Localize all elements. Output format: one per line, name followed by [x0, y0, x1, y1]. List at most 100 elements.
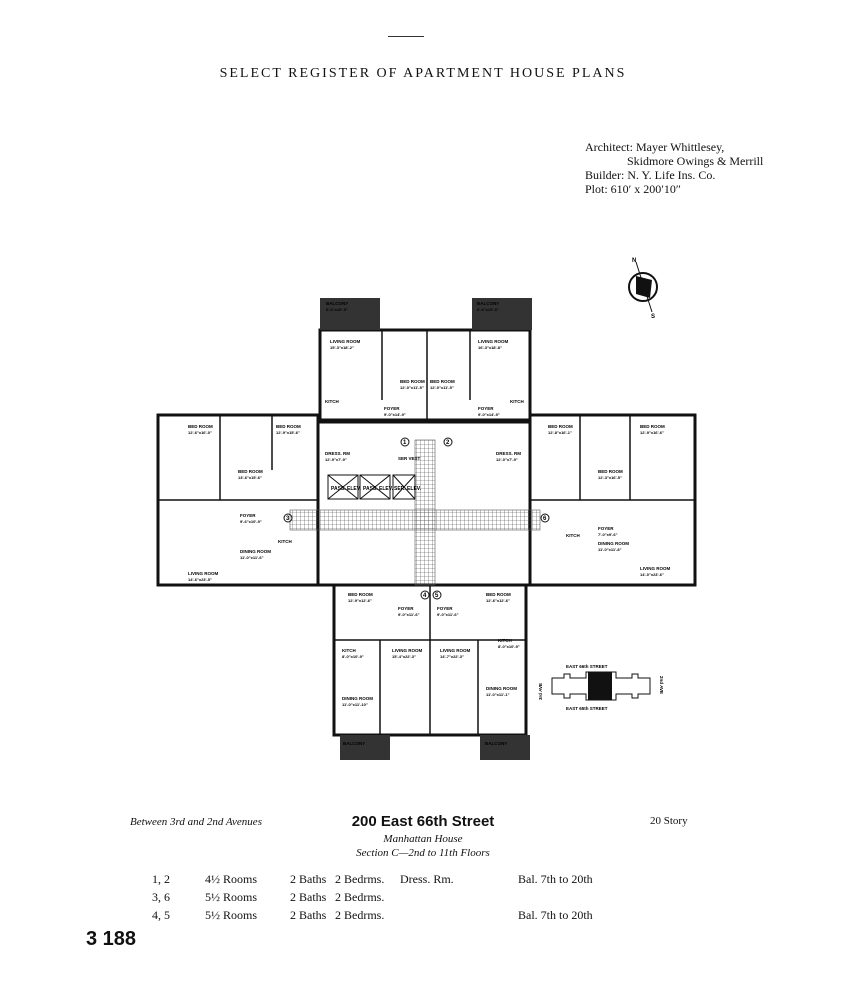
- room-dimensions: 8'-0"x10'-9": [498, 644, 520, 649]
- room-label: BED ROOM: [430, 379, 455, 384]
- elevators: [327, 474, 416, 500]
- room-label: KITCH: [278, 539, 292, 544]
- room-label: FOYER: [398, 606, 414, 611]
- room-label: BED ROOM: [348, 592, 373, 597]
- builder-credit: Builder: N. Y. Life Ins. Co.: [585, 168, 716, 182]
- story-count: 20 Story: [650, 815, 688, 827]
- top-rule: [388, 36, 424, 37]
- room-dimensions: 15'-4"x22'-3": [392, 654, 416, 659]
- room-label: BED ROOM: [238, 469, 263, 474]
- table-cell-rooms: 5½ Rooms: [205, 908, 258, 922]
- table-cell-apts: 3, 6: [152, 890, 170, 904]
- room-dimensions: 16'-3"x18'-8": [478, 345, 502, 350]
- building-name: Manhattan House: [383, 833, 463, 845]
- svg-text:EAST 65th STREET: EAST 65th STREET: [566, 706, 608, 711]
- room-label: FOYER: [384, 406, 400, 411]
- room-label: BED ROOM: [486, 592, 511, 597]
- architect-credit: Architect: Mayer Whittlesey,: [585, 140, 725, 154]
- room-label: BED ROOM: [400, 379, 425, 384]
- svg-text:5: 5: [435, 593, 439, 599]
- plot-size: Plot: 610′ x 200′10″: [585, 182, 681, 196]
- room-dimensions: 12'-0"x7'-9": [496, 457, 518, 462]
- svg-text:1: 1: [403, 440, 407, 446]
- room-dimensions: 14'-7"x22'-3": [440, 654, 464, 659]
- table-cell-rooms: 5½ Rooms: [205, 890, 258, 904]
- svg-text:PASS. ELEV.: PASS. ELEV.: [331, 486, 362, 492]
- room-dimensions: 11'-0"x11'-1": [486, 692, 510, 697]
- table-cell-baths: 2 Baths: [290, 872, 327, 886]
- key-map: EAST 66th STREET EAST 65th STREET 3rd AV…: [538, 664, 664, 711]
- room-dimensions: 9'-6"x10'-9": [240, 519, 262, 524]
- section-info: Section C—2nd to 11th Floors: [356, 847, 490, 859]
- room-label: BED ROOM: [188, 424, 213, 429]
- svg-text:4: 4: [423, 593, 427, 599]
- table-cell-bedrms: 2 Bedrms.: [335, 908, 385, 922]
- room-label: KITCH: [510, 399, 524, 404]
- svg-text:PASS. ELEV.: PASS. ELEV.: [363, 486, 394, 492]
- room-label: LIVING ROOM: [330, 339, 361, 344]
- room-label: KITCH: [566, 533, 580, 538]
- room-dimensions: 12'-9"x7'-9": [325, 457, 347, 462]
- room-label: DINING ROOM: [486, 686, 517, 691]
- page-title: SELECT REGISTER OF APARTMENT HOUSE PLANS: [219, 66, 627, 81]
- corridor-hatch: [289, 439, 541, 586]
- room-label: LIVING ROOM: [440, 648, 471, 653]
- room-dimensions: 12'-6"x12'-6": [486, 598, 510, 603]
- room-label: BALCONY: [343, 741, 365, 746]
- room-label: DINING ROOM: [342, 696, 373, 701]
- apartment-numbers: 1 2 3 4 5 6: [283, 437, 550, 600]
- room-label: FOYER: [240, 513, 256, 518]
- room-label: BALCONY: [326, 301, 348, 306]
- cross-streets: Between 3rd and 2nd Avenues: [130, 816, 262, 828]
- room-label: BALCONY: [477, 301, 499, 306]
- room-dimensions: 6'-6"x10'-9": [326, 307, 348, 312]
- room-label: KITCH: [342, 648, 356, 653]
- compass-icon: N S: [628, 258, 658, 320]
- room-label: BED ROOM: [640, 424, 665, 429]
- svg-text:SER. ELEV.: SER. ELEV.: [394, 486, 422, 492]
- page-number: 3 188: [86, 928, 137, 950]
- table-cell-bedrms: 2 Bedrms.: [335, 872, 385, 886]
- table-cell-rooms: 4½ Rooms: [205, 872, 258, 886]
- table-cell-apts: 1, 2: [152, 872, 170, 886]
- room-label: KITCH: [498, 638, 512, 643]
- room-label: DINING ROOM: [598, 541, 629, 546]
- table-cell-bedrms: 2 Bedrms.: [335, 890, 385, 904]
- svg-text:6: 6: [543, 516, 547, 522]
- room-label: LIVING ROOM: [640, 566, 671, 571]
- room-dimensions: 12'-6"x16'-0": [188, 430, 212, 435]
- svg-text:2nd AVE: 2nd AVE: [659, 676, 664, 694]
- svg-text:2: 2: [446, 440, 450, 446]
- table-cell-balcony: Bal. 7th to 20th: [518, 908, 593, 922]
- room-dimensions: 12'-9"x15'-6": [276, 430, 300, 435]
- room-dimensions: 9'-0"x14'-9": [384, 412, 406, 417]
- room-dimensions: 9'-0"x11'-6": [437, 612, 459, 617]
- room-label: BALCONY: [485, 741, 507, 746]
- architect-credit-2: Skidmore Owings & Merrill: [627, 154, 764, 168]
- room-label: DRESS. RM: [496, 451, 521, 456]
- room-label: SER VEST: [398, 456, 421, 461]
- room-label: FOYER: [598, 526, 614, 531]
- room-label: BED ROOM: [598, 469, 623, 474]
- room-dimensions: 8'-0"x10'-9": [342, 654, 364, 659]
- table-cell-apts: 4, 5: [152, 908, 170, 922]
- room-dimensions: 9'-0"x14'-9": [478, 412, 500, 417]
- room-label: LIVING ROOM: [188, 571, 219, 576]
- room-labels: BALCONY6'-6"x10'-9"BALCONY6'-6"x10'-9"LI…: [188, 301, 671, 746]
- balconies: [320, 298, 532, 760]
- room-dimensions: 12'-9"x12'-6": [348, 598, 372, 603]
- room-label: FOYER: [478, 406, 494, 411]
- room-partitions: [158, 330, 695, 735]
- room-dimensions: 11'-0"x11'-6": [240, 555, 264, 560]
- room-dimensions: 6'-6"x10'-9": [477, 307, 499, 312]
- svg-text:EAST 66th STREET: EAST 66th STREET: [566, 664, 608, 669]
- room-dimensions: 12'-0"x11'-5": [430, 385, 454, 390]
- room-dimensions: 12'-3"x16'-5": [598, 475, 622, 480]
- table-cell-baths: 2 Baths: [290, 908, 327, 922]
- room-label: FOYER: [437, 606, 453, 611]
- room-dimensions: 13'-6"x15'-6": [238, 475, 262, 480]
- svg-text:S: S: [651, 314, 655, 320]
- room-dimensions: 12'-8"x16'-1": [548, 430, 572, 435]
- room-dimensions: 9'-0"x11'-6": [398, 612, 420, 617]
- elevator-labels: PASS. ELEV. PASS. ELEV. SER. ELEV.: [331, 486, 422, 492]
